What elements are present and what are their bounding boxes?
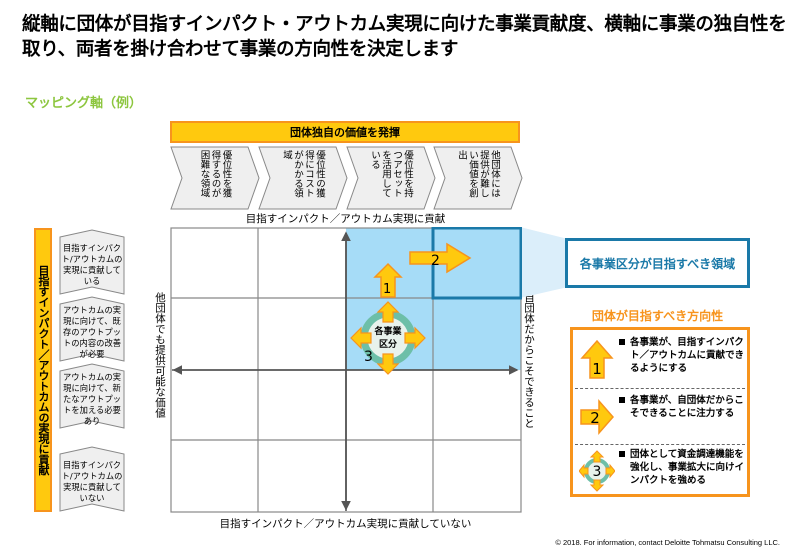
vertical-chevron-label: アウトカムの実現に向けて、既存のアウトプットの内容の改善が必要 [62,304,122,359]
callout-wedge [520,227,568,298]
vertical-chevron-label: 目指すインパクト/アウトカムの実現に貢献していない [61,460,123,503]
horizontal-chevron-2: 優位性の獲得にコストがかかる領域 [258,146,348,210]
svg-text:1: 1 [592,360,602,378]
section-subtitle: マッピング軸（例） [25,96,143,111]
vertical-axis-banner: 目指すインパクト／アウトカムの実現に貢献 [34,228,52,512]
four-way-arrow-icon: 3 [579,450,615,492]
svg-text:2: 2 [590,409,600,427]
svg-text:3: 3 [364,349,373,365]
chevron-shape-icon [59,363,125,429]
four-way-arrow-icon: 各事業 区分 3 [350,301,426,375]
axis-label-right: 自団体だからこそできること [523,292,535,429]
legend-item-1: 1 各事業が、目指すインパクト／アウトカムに貢献できるようにする [573,332,747,386]
divider [575,388,745,389]
svg-text:3: 3 [593,464,602,480]
copyright-footer: © 2018. For information, contact Deloitt… [555,538,780,547]
svg-text:1: 1 [383,282,391,297]
horizontal-chevron-label: 優位性を獲得するのが困難な領域 [198,150,232,198]
horizontal-chevron-1: 優位性を獲得するのが困難な領域 [170,146,260,210]
vertical-chevron-label: 目指すインパクト/アウトカムの実現に貢献している [61,243,123,286]
horizontal-chevron-4: 他団体には提供が難しい価値を創出 [433,146,523,210]
right-arrow-icon: 2 [580,399,614,435]
mapping-matrix: 2 1 各事業 区分 3 [170,227,522,513]
vertical-chevron-1: 目指すインパクト/アウトカムの実現に貢献している [59,229,125,295]
vertical-chevron-label: アウトカムの実現に向けて、新たなアウトプットを加える必要あり [62,371,122,426]
page-title: 縦軸に団体が目指すインパクト・アウトカム実現に向けた事業貢献度、横軸に事業の独自… [22,14,787,60]
chevron-shape-icon [170,146,260,210]
legend-item-3: 3 団体として資金調達機能を強化し、事業拡大に向けインパクトを強める [573,444,747,498]
horizontal-chevron-label: 優位性の獲得にコストがかかる領域 [281,150,325,198]
vertical-chevron-4: 目指すインパクト/アウトカムの実現に貢献していない [59,446,125,512]
direction-title: 団体が目指すべき方向性 [591,309,724,323]
vertical-chevron-2: アウトカムの実現に向けて、既存のアウトプットの内容の改善が必要 [59,296,125,362]
axis-label-top: 目指すインパクト／アウトカム実現に貢献 [245,213,446,225]
axis-label-bottom: 目指すインパクト／アウトカム実現に貢献していない [219,518,472,530]
svg-text:区分: 区分 [379,338,397,350]
svg-text:2: 2 [431,253,440,269]
horizontal-chevron-3: 優位性を持つアセットを活用している [346,146,436,210]
chevron-shape-icon [59,446,125,512]
legend-item-text: 各事業が、目指すインパクト／アウトカムに貢献できるようにする [619,336,744,375]
chevron-shape-icon [59,296,125,362]
legend-item-text: 団体として資金調達機能を強化し、事業拡大に向けインパクトを強める [619,448,744,487]
divider [575,444,745,445]
direction-legend: 1 各事業が、目指すインパクト／アウトカムに貢献できるようにする 2 各事業が、… [570,327,750,497]
chevron-shape-icon [346,146,436,210]
svg-text:各事業: 各事業 [373,325,402,337]
chevron-shape-icon [433,146,523,210]
axis-label-left: 他団体でも提供可能な価値 [154,292,166,418]
legend-item-text: 各事業が、自団体だからこそできることに注力する [619,394,744,420]
vertical-chevron-3: アウトカムの実現に向けて、新たなアウトプットを加える必要あり [59,363,125,429]
chevron-shape-icon [258,146,348,210]
horizontal-chevron-label: 他団体には提供が難しい価値を創出 [456,150,500,198]
legend-item-2: 2 各事業が、自団体だからこそできることに注力する [573,390,747,444]
horizontal-chevron-label: 優位性を持つアセットを活用している [369,150,413,198]
chevron-shape-icon [59,229,125,295]
target-area-label: 各事業区分が目指すべき領域 [565,238,750,288]
up-arrow-icon: 1 [373,262,403,298]
up-arrow-icon: 1 [580,339,614,379]
horizontal-axis-banner: 団体独自の価値を発揮 [170,121,520,143]
right-arrow-icon: 2 [409,242,472,274]
